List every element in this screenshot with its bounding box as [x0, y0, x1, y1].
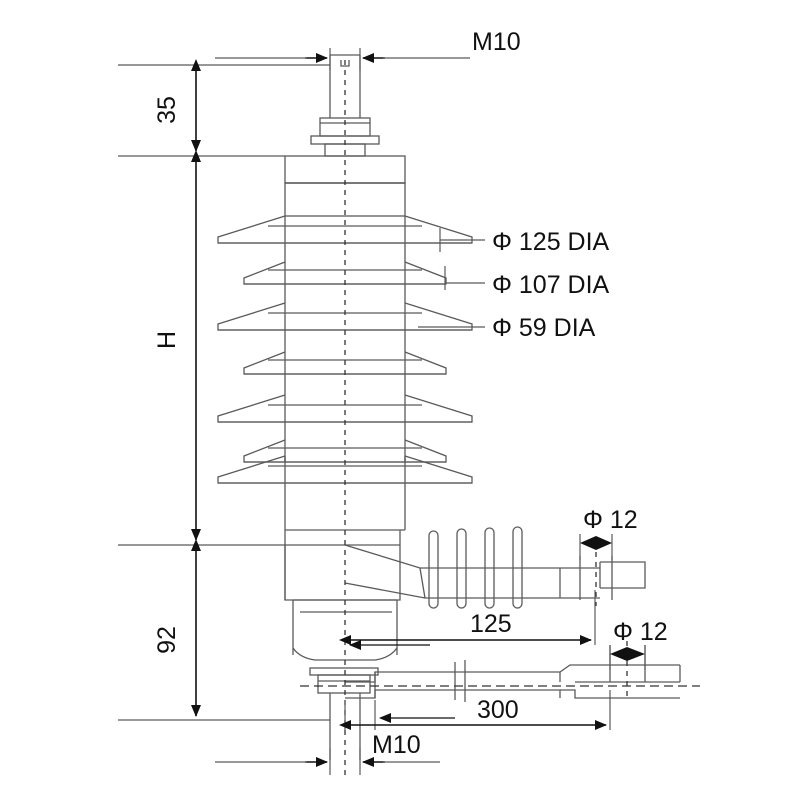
- label-bracket-length: 300: [477, 696, 519, 724]
- label-hole-lower: Φ 12: [613, 618, 668, 646]
- diameter-leader-lines: [418, 228, 485, 328]
- label-base-height: 92: [153, 626, 181, 654]
- label-arm-length: 125: [470, 610, 512, 638]
- upper-hole-marker: [579, 534, 613, 560]
- lower-hole-marker: [609, 645, 646, 670]
- part-geometry: [217, 54, 681, 760]
- callout-leader-lines: [215, 57, 470, 763]
- label-dia-shed-large: Φ 125 DIA: [492, 228, 610, 256]
- label-bottom-thread: M10: [372, 731, 421, 759]
- cable-arm-ribs: [428, 526, 523, 609]
- label-top-height: 35: [153, 96, 181, 124]
- upper-terminal-plate: [579, 556, 613, 600]
- label-top-thread: M10: [472, 28, 521, 56]
- hole-markers: [579, 534, 646, 670]
- dimension-lines: [118, 48, 611, 775]
- label-dia-shed-small: Φ 107 DIA: [492, 271, 610, 299]
- label-dia-core: Φ 59 DIA: [492, 314, 596, 342]
- label-body-height: H: [153, 331, 181, 349]
- dimension-arrows: [191, 53, 607, 767]
- label-hole-upper: Φ 12: [583, 506, 638, 534]
- centerlines: [300, 60, 700, 775]
- cable-arm: [344, 544, 646, 599]
